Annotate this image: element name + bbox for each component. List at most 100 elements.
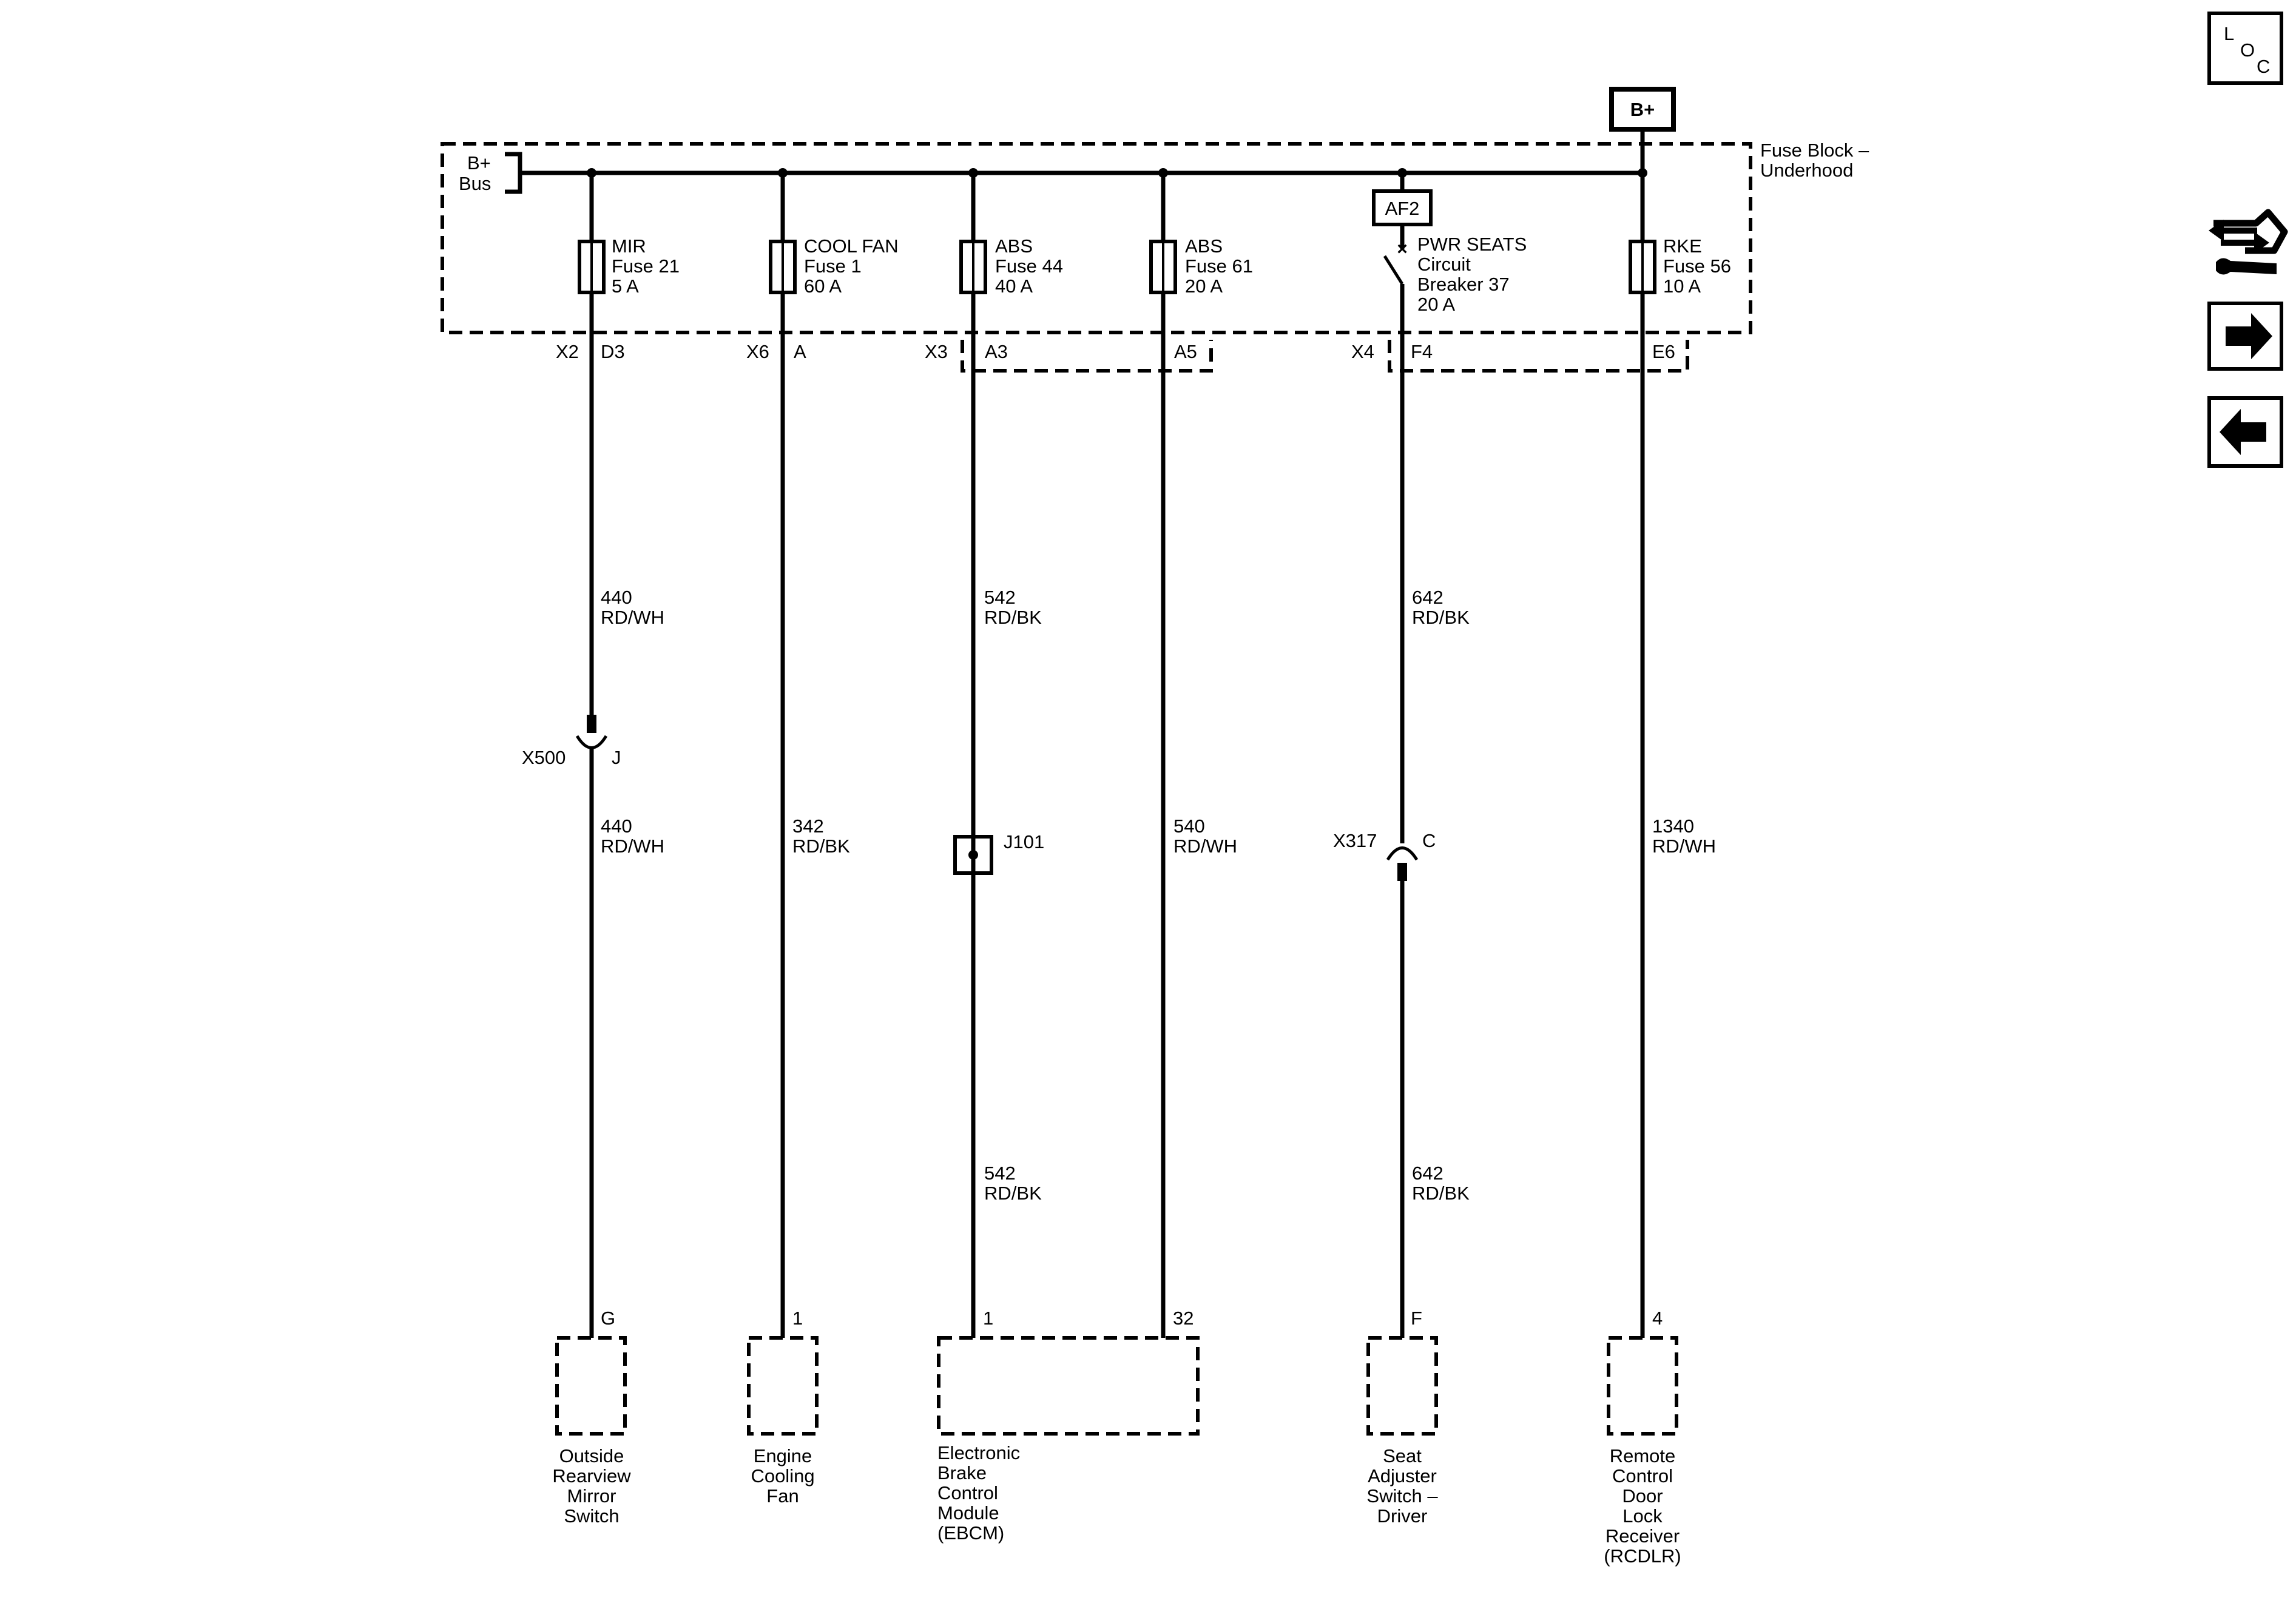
wire-440-number-lower: 440 (601, 815, 632, 837)
loc-button-frame[interactable] (2207, 12, 2283, 85)
connector-x500-pin-j: J (612, 747, 621, 768)
breaker-number: Breaker 37 (1417, 274, 1510, 295)
component-pin-4: 4 (1652, 1308, 1663, 1329)
fuse-mir-name: MIR (612, 235, 646, 257)
af2-label: AF2 (1385, 198, 1420, 219)
connector-end-view-arrow-head (2209, 220, 2224, 241)
pin-a-label: A (794, 341, 806, 362)
component-seat-adjuster-switch-driver (1366, 1336, 1438, 1436)
fuse-block-outline (441, 142, 1752, 334)
wire-440-color: RD/WH (601, 607, 664, 628)
fuse-abs44-rating: 40 A (995, 275, 1033, 297)
loc-button[interactable]: L O C (2207, 12, 2283, 85)
fuse-abs44-number: Fuse 44 (995, 255, 1063, 277)
component-seat-line2: Adjuster (1368, 1465, 1437, 1487)
wire-642-number-lower: 642 (1412, 1163, 1443, 1184)
loc-letter-c: C (2257, 56, 2270, 77)
pin-f4-label: F4 (1411, 341, 1433, 362)
fuse-rke-name: RKE (1663, 235, 1702, 257)
component-rcdlr-line5: Receiver (1606, 1525, 1680, 1547)
b-plus-bus-label-line2: Bus (459, 173, 491, 194)
circuit-mir: MIR Fuse 21 5 A X2 D3 440 RD/WH X500 J 4… (522, 173, 680, 1527)
fuse-rke-number: Fuse 56 (1663, 255, 1731, 277)
fuse-cool-fan-rating: 60 A (804, 275, 842, 297)
fuse-block-label-line2: Underhood (1760, 160, 1853, 181)
circuit-abs-61: ABS Fuse 61 20 A A5 540 RD/WH 32 (1149, 173, 1253, 1338)
wire-642-color: RD/BK (1412, 607, 1470, 628)
connector-end-view-body (2213, 209, 2288, 254)
pin-d3-label: D3 (601, 341, 625, 362)
wire-1340-color: RD/WH (1652, 835, 1716, 857)
previous-page-icon (2220, 409, 2266, 455)
component-fan-line2: Cooling (751, 1465, 814, 1487)
breaker-name: PWR SEATS (1417, 234, 1527, 255)
component-ebcm (937, 1336, 1200, 1436)
wire-542-number-lower: 542 (984, 1163, 1016, 1184)
connector-end-view-arrow-head-2 (2254, 232, 2269, 254)
circuit-abs-44: ABS Fuse 44 40 A X3 A3 542 RD/BK J101 54… (925, 173, 1063, 1338)
splice-j101-dot (968, 850, 978, 860)
next-page-icon (2226, 313, 2272, 359)
component-mirror-line1: Outside (559, 1445, 624, 1466)
component-outside-rearview-mirror-switch (555, 1336, 627, 1436)
loc-letter-l: L (2224, 23, 2234, 44)
component-pin-f: F (1411, 1308, 1422, 1329)
battery-b-plus-box (1609, 87, 1676, 132)
connector-x317-female-cup (1386, 846, 1419, 861)
component-rcdlr-line3: Door (1622, 1485, 1663, 1507)
battery-b-plus-label: B+ (1630, 99, 1655, 120)
wire-542-color: RD/BK (984, 607, 1042, 628)
wire-642-color-lower: RD/BK (1412, 1183, 1470, 1204)
connector-x317-label: X317 (1333, 830, 1377, 851)
fuse-abs61-name: ABS (1185, 235, 1223, 257)
connector-x317-pin-c: C (1422, 830, 1436, 851)
component-rcdlr-line4: Lock (1622, 1505, 1663, 1527)
wire-540-color: RD/WH (1173, 835, 1237, 857)
wire-342-number: 342 (792, 815, 824, 837)
next-page-button[interactable] (2207, 302, 2283, 371)
wire-1340-number: 1340 (1652, 815, 1694, 837)
component-pin-1-fan: 1 (792, 1308, 803, 1329)
splice-j101-label: J101 (1004, 831, 1044, 852)
component-seat-line3: Switch – (1366, 1485, 1438, 1507)
component-pin-32-ebcm: 32 (1173, 1308, 1194, 1329)
wire-540-number: 540 (1173, 815, 1205, 837)
connector-end-view-icon[interactable] (2209, 209, 2288, 275)
fuse-mir-rating: 5 A (612, 275, 639, 297)
connector-x4-label: X4 (1351, 341, 1374, 362)
component-ebcm-line5: (EBCM) (937, 1522, 1004, 1544)
component-rcdlr (1607, 1336, 1678, 1436)
pin-a3-label: A3 (985, 341, 1008, 362)
loc-letter-o: O (2240, 39, 2255, 61)
wire-440-color-lower: RD/WH (601, 835, 664, 857)
fuse-mir-number: Fuse 21 (612, 255, 680, 277)
component-ebcm-line3: Control (937, 1482, 998, 1504)
component-engine-cooling-fan (747, 1336, 819, 1436)
component-fan-line3: Fan (766, 1485, 799, 1507)
connector-x2-label: X2 (556, 341, 579, 362)
circuit-breaker-37-contact (1383, 255, 1404, 285)
component-ebcm-line2: Brake (937, 1462, 987, 1483)
fuse-abs44-name: ABS (995, 235, 1033, 257)
breaker-type: Circuit (1417, 254, 1471, 275)
previous-page-button[interactable] (2207, 396, 2283, 468)
component-ebcm-line4: Module (937, 1502, 999, 1524)
component-seat-line1: Seat (1383, 1445, 1422, 1466)
component-rcdlr-line1: Remote (1610, 1445, 1676, 1466)
component-rcdlr-line2: Control (1612, 1465, 1673, 1487)
connector-x6-label: X6 (746, 341, 769, 362)
pin-a5-label: A5 (1174, 341, 1197, 362)
component-ebcm-line1: Electronic (937, 1442, 1020, 1463)
wire-542-number: 542 (984, 587, 1016, 608)
b-plus-bus-label-line1: B+ (467, 152, 491, 174)
fuse-abs61-rating: 20 A (1185, 275, 1223, 297)
circuit-cool-fan: COOL FAN Fuse 1 60 A X6 A 342 RD/BK 1 En… (746, 173, 899, 1507)
b-plus-bus-bracket (505, 152, 522, 194)
component-fan-line1: Engine (754, 1445, 812, 1466)
component-pin-1-ebcm: 1 (983, 1308, 993, 1329)
connector-x3-dashed-outline (961, 340, 1213, 373)
component-seat-line4: Driver (1377, 1505, 1428, 1527)
connector-end-view-wrench (2216, 258, 2277, 275)
